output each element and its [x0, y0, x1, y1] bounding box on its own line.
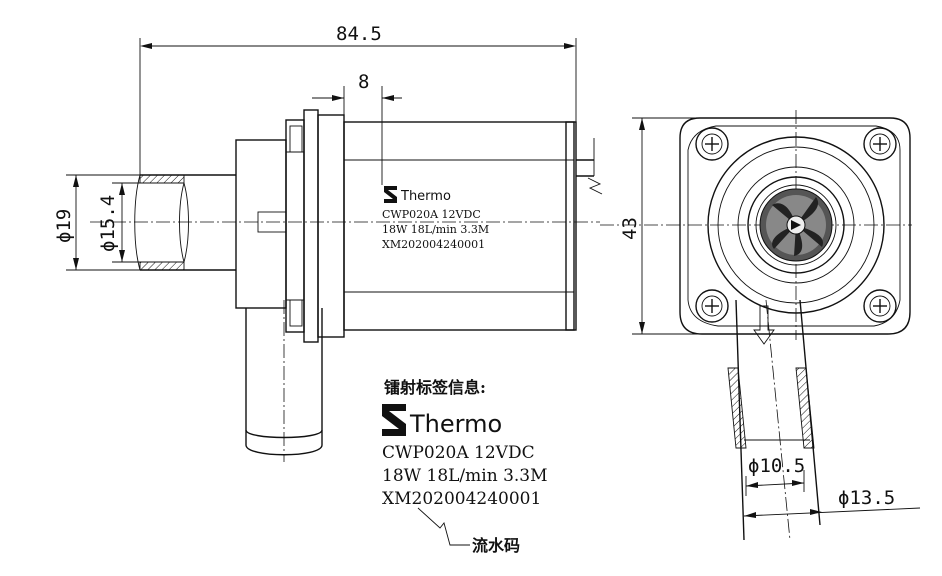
outlet-pipe-front — [727, 299, 821, 541]
dim-offset: 8 — [312, 71, 402, 185]
screw-icon — [863, 127, 897, 161]
height-text: 43 — [619, 217, 641, 240]
motor-body — [343, 121, 603, 331]
outlet-inner-text: ϕ10.5 — [748, 455, 805, 477]
dim-overall-length: 84.5 — [139, 23, 577, 175]
outlet-pipe-side — [245, 300, 323, 462]
front-housing — [679, 117, 911, 335]
laser-brand-logo-icon — [382, 404, 406, 436]
laser-label-info: 镭射标签信息: Thermo CWP020A 12VDC 18W 18L/min… — [382, 378, 548, 555]
corner-screws — [695, 127, 897, 323]
screw-icon — [695, 127, 729, 161]
screw-icon — [695, 289, 729, 323]
serial-callout-text: 流水码 — [472, 536, 520, 555]
laser-info-heading: 镭射标签信息: — [384, 378, 486, 397]
dim-outlet-outer: ϕ13.5 — [743, 487, 921, 518]
laser-line1: CWP020A 12VDC — [382, 443, 535, 463]
inlet-hose — [134, 174, 236, 271]
body-label-line1: CWP020A 12VDC — [382, 208, 481, 221]
outlet-outer-text: ϕ13.5 — [838, 487, 895, 509]
pump-head — [235, 109, 345, 343]
offset-text: 8 — [358, 71, 369, 93]
laser-line3: XM202004240001 — [382, 489, 541, 509]
laser-line2: 18W 18L/min 3.3M — [382, 466, 548, 486]
body-label: Thermo CWP020A 12VDC 18W 18L/min 3.3M XM… — [382, 186, 489, 251]
dim-outer-diameter: ϕ19 — [53, 174, 140, 271]
screw-icon — [863, 289, 897, 323]
body-label-line3: XM202004240001 — [382, 238, 485, 251]
brand-logo-icon — [384, 186, 397, 203]
serial-callout-leader — [417, 507, 470, 546]
front-view: 43 ϕ10.5 ϕ13.5 — [600, 110, 921, 541]
inner-diameter-text: ϕ15.4 — [97, 195, 119, 252]
body-label-line2: 18W 18L/min 3.3M — [382, 223, 489, 236]
dim-inner-diameter: ϕ15.4 — [97, 182, 184, 263]
dim-height: 43 — [619, 117, 702, 335]
side-view: Thermo CWP020A 12VDC 18W 18L/min 3.3M XM… — [53, 23, 603, 462]
dim-outlet-inner: ϕ10.5 — [745, 455, 805, 496]
laser-brand: Thermo — [409, 410, 502, 438]
overall-length-text: 84.5 — [336, 23, 382, 45]
body-label-brand: Thermo — [400, 189, 451, 204]
outer-diameter-text: ϕ19 — [53, 209, 75, 243]
impeller-icon — [759, 188, 833, 262]
